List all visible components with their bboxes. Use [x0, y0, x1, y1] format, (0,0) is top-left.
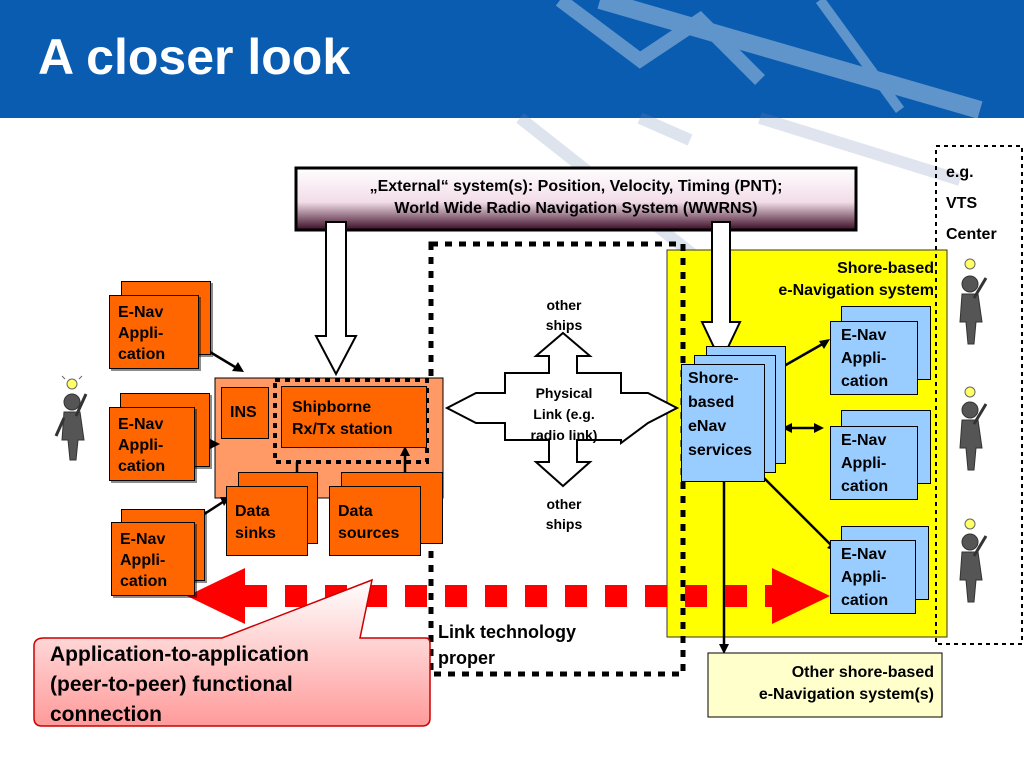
data-sinks-box[interactable]: Data sinks — [226, 486, 308, 556]
physical-link-line-1: Physical — [535, 385, 593, 401]
shipborne-rx-tx-station[interactable]: Shipborne Rx/Tx station — [281, 386, 427, 448]
physical-link-arrow — [444, 331, 680, 488]
vts-label: e.g. VTS Center — [946, 157, 1018, 250]
rx-line-2: Rx/Tx station — [292, 421, 393, 438]
vts-line-1: e.g. — [946, 164, 974, 181]
shore-app-1-line-2: Appli- — [841, 350, 887, 367]
shore-system-line-2: e-Navigation system — [778, 282, 934, 299]
shore-app-3-line-2: Appli- — [841, 569, 887, 586]
pnt-arrow-shore — [700, 221, 742, 365]
other-shore-label: Other shore-based e-Navigation system(s) — [708, 662, 934, 706]
data-sources-box[interactable]: Data sources — [329, 486, 421, 556]
person-figure-vts-3 — [959, 533, 988, 603]
rx-dotted-frame — [273, 378, 429, 464]
shore-app-2-line-2: Appli- — [841, 455, 887, 472]
physical-link-line-2: Link (e.g. — [533, 406, 595, 422]
ship-app-3-line-2: Appli- — [120, 552, 166, 569]
ship-app-2-line-3: cation — [118, 458, 166, 475]
other-ships-bottom-line-1: other — [546, 496, 582, 512]
other-ships-top-label: other ships — [524, 295, 604, 335]
other-ships-bottom-line-2: ships — [545, 516, 583, 532]
link-technology-line-1: Link technology — [438, 622, 577, 642]
shore-services-line-1: Shore- — [688, 370, 739, 387]
physical-link-line-3: radio link) — [530, 427, 598, 443]
shore-app-2-line-1: E-Nav — [841, 432, 887, 449]
link-technology-label: Link technology proper — [438, 619, 638, 671]
other-shore-box — [707, 652, 943, 718]
shore-services-line-2: based — [688, 394, 735, 411]
ship-app-3-line-1: E-Nav — [120, 531, 166, 548]
ship-app-3-line-3: cation — [120, 573, 168, 590]
shore-app-3-line-1: E-Nav — [841, 546, 887, 563]
red-arrow-right-head — [772, 568, 830, 624]
shore-services-line-3: eNav — [688, 418, 727, 435]
other-ships-top-line-1: other — [546, 297, 582, 313]
shore-app-3[interactable]: E-Nav Appli- cation — [830, 540, 916, 614]
title-bar — [0, 0, 1024, 118]
callout-line-3: connection — [50, 703, 163, 726]
rx-line-1: Shipborne — [292, 399, 372, 416]
external-system-label: „External“ system(s): Position, Velocity… — [296, 176, 856, 220]
external-system-box — [294, 166, 858, 232]
shore-app-3-line-3: cation — [841, 592, 889, 609]
callout-label: Application-to-application (peer-to-peer… — [50, 640, 426, 730]
lightbulb-icon-left — [61, 375, 83, 390]
ship-app-1[interactable]: E-Nav Appli- cation — [109, 295, 199, 369]
person-figure-vts-2 — [959, 401, 988, 471]
external-line-1: „External“ system(s): Position, Velocity… — [369, 178, 783, 195]
shore-app-2[interactable]: E-Nav Appli- cation — [830, 426, 918, 500]
shore-app-1-line-1: E-Nav — [841, 327, 887, 344]
data-sinks-line-2: sinks — [235, 525, 276, 542]
shore-system-label: Shore-based e-Navigation system — [700, 258, 934, 302]
shore-app-2-line-3: cation — [841, 478, 889, 495]
other-shore-line-2: e-Navigation system(s) — [758, 686, 934, 703]
data-sources-line-1: Data — [338, 503, 373, 520]
lightbulb-icons-vts — [964, 258, 976, 530]
ship-app-1-line-1: E-Nav — [118, 304, 164, 321]
other-ships-top-line-2: ships — [545, 317, 583, 333]
ship-app-1-line-2: Appli- — [118, 325, 164, 342]
shore-enav-services[interactable]: Shore- based eNav services — [681, 364, 765, 482]
shore-app-1-line-3: cation — [841, 373, 889, 390]
data-sinks-line-1: Data — [235, 503, 270, 520]
shore-services-line-4: services — [688, 442, 753, 459]
callout-box — [33, 578, 431, 727]
physical-link-label: Physical Link (e.g. radio link) — [508, 383, 620, 446]
link-technology-line-2: proper — [438, 648, 496, 668]
external-line-2: World Wide Radio Navigation System (WWRN… — [394, 200, 758, 217]
vts-center-frame — [935, 145, 1023, 645]
person-figure-left — [54, 393, 88, 461]
ins-label: INS — [230, 404, 257, 421]
person-figure-vts-1 — [959, 275, 988, 345]
ship-app-2-line-1: E-Nav — [118, 416, 164, 433]
red-arrow-left-head — [187, 568, 245, 624]
callout-line-2: (peer-to-peer) functional — [50, 673, 293, 696]
shore-system-line-1: Shore-based — [837, 260, 934, 277]
shore-app-1[interactable]: E-Nav Appli- cation — [830, 321, 918, 395]
other-ships-bottom-label: other ships — [524, 494, 604, 534]
callout-line-1: Application-to-application — [50, 643, 309, 666]
vts-line-2: VTS — [946, 195, 978, 212]
pnt-arrow-ship — [314, 221, 358, 377]
vts-line-3: Center — [946, 226, 997, 243]
other-shore-line-1: Other shore-based — [791, 664, 934, 681]
ship-app-2-line-2: Appli- — [118, 437, 164, 454]
slide-title: A closer look — [38, 29, 351, 85]
ship-app-3[interactable]: E-Nav Appli- cation — [111, 522, 195, 596]
ship-app-2[interactable]: E-Nav Appli- cation — [109, 407, 195, 481]
ins-box[interactable]: INS — [221, 387, 269, 439]
data-sources-line-2: sources — [338, 525, 400, 542]
ship-app-1-line-3: cation — [118, 346, 166, 363]
